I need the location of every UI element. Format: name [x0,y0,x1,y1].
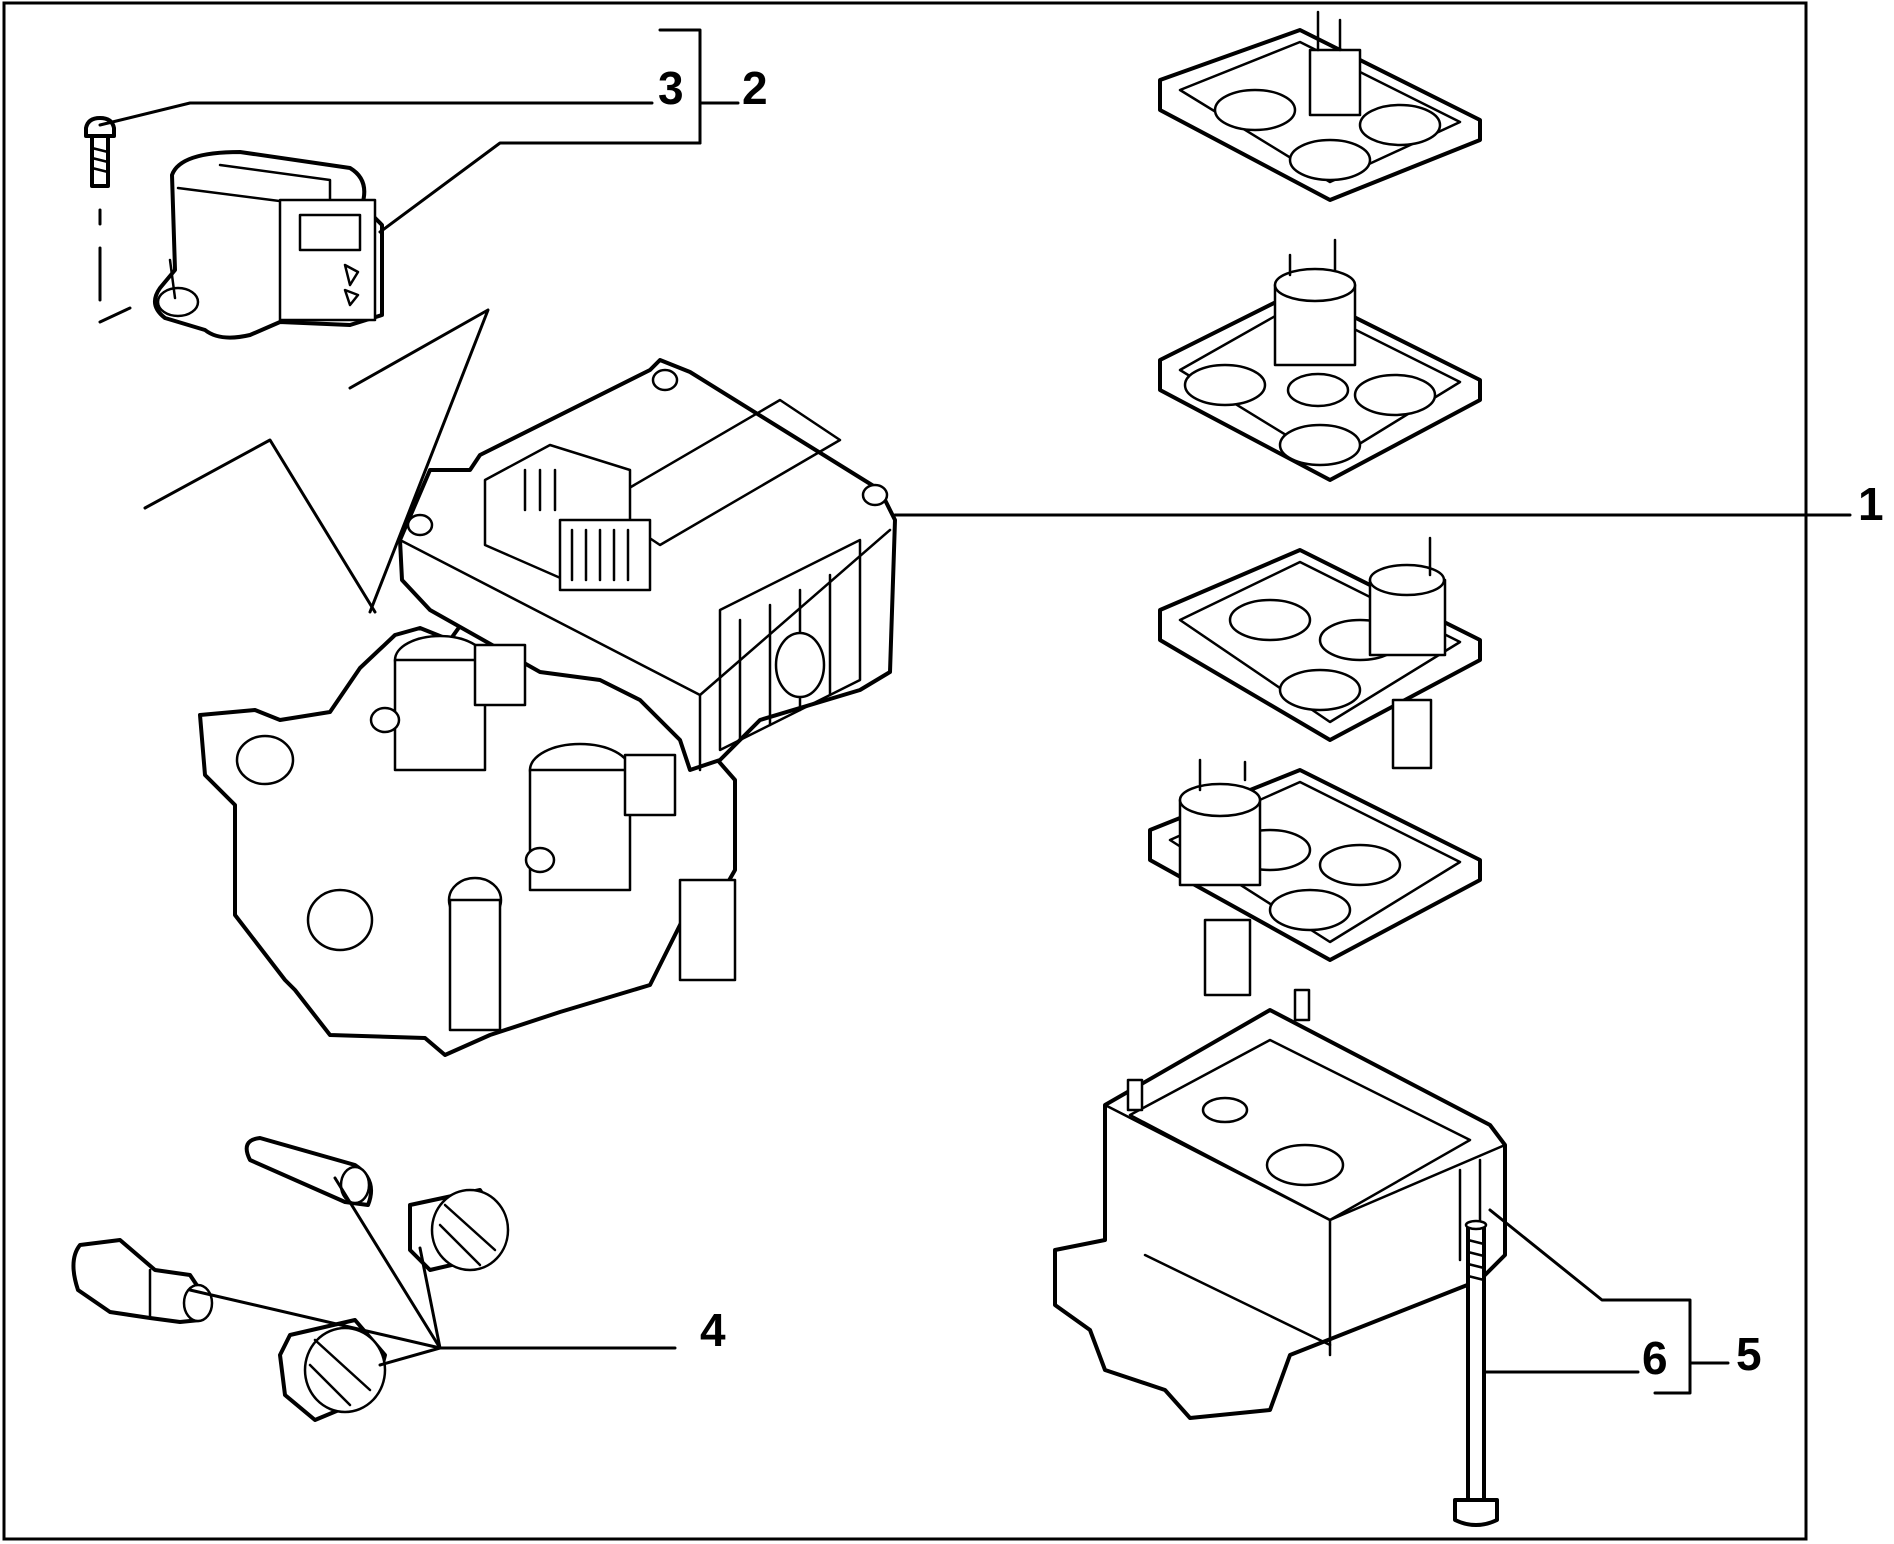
callout-4: 4 [700,1304,726,1356]
screw-part-3 [84,116,132,324]
actuator-unit-part-1 [143,308,897,1057]
callout-5: 5 [1736,1328,1762,1380]
small-parts-part-4 [71,1136,510,1422]
bolt-part-6 [1453,1219,1499,1527]
leader-lines-bottom-right [1483,1208,1730,1395]
plate-upper-1 [1158,10,1482,202]
callout-3: 3 [658,62,684,114]
callout-1: 1 [1858,478,1884,530]
plate-middle-2 [1148,758,1482,997]
housing-part-5 [1053,988,1507,1420]
plate-upper-2 [1158,238,1482,482]
plate-middle-1 [1158,536,1482,770]
leader-lines-part-4 [188,1176,677,1367]
leader-lines-top-left [98,28,740,234]
sensor-part-2 [153,150,384,340]
diagram-frame [2,1,1808,1541]
callout-2: 2 [742,62,768,114]
callout-6: 6 [1642,1332,1668,1384]
